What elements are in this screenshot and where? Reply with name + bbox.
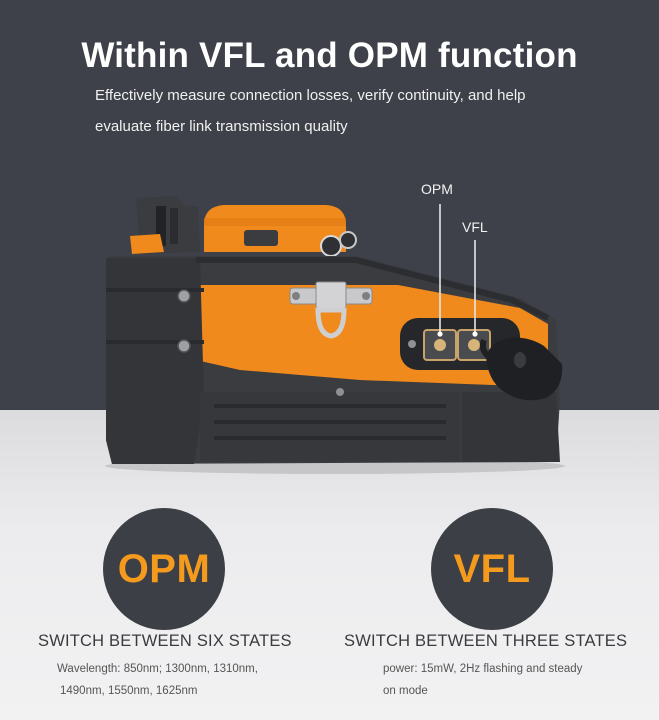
vent-slot bbox=[214, 404, 446, 408]
subtitle-line: evaluate fiber link transmission quality bbox=[95, 118, 348, 135]
screw bbox=[177, 289, 191, 303]
bracket-screw bbox=[362, 292, 370, 300]
vent-slot bbox=[214, 420, 446, 424]
hinge-knob bbox=[339, 231, 357, 249]
opm-badge-label: OPM bbox=[117, 546, 211, 591]
fusion-splicer-image bbox=[105, 204, 565, 474]
opm-callout-dot bbox=[437, 331, 443, 337]
wind-cover-gap bbox=[204, 218, 346, 226]
vfl-detail-line: power: 15mW, 2Hz flashing and steady bbox=[383, 663, 583, 675]
right-bumper bbox=[462, 392, 560, 462]
bumper-ridge bbox=[106, 288, 204, 292]
top-arm bbox=[196, 257, 550, 321]
subtitle-line: Effectively measure connection losses, v… bbox=[95, 87, 526, 104]
vfl-badge: VFL bbox=[431, 508, 553, 630]
opm-badge: OPM bbox=[103, 508, 225, 630]
vent-slot bbox=[214, 436, 446, 440]
panel-screw bbox=[408, 340, 416, 348]
vfl-callout-dot bbox=[472, 331, 478, 337]
opm-detail-line: Wavelength: 850nm; 1300nm, 1310nm, bbox=[57, 663, 258, 675]
vfl-feature-heading: SWITCH BETWEEN THREE STATES bbox=[344, 632, 628, 650]
vfl-badge-label: VFL bbox=[453, 546, 531, 591]
vfl-callout-label: VFL bbox=[462, 219, 488, 235]
hinge-knob bbox=[320, 235, 342, 257]
opm-detail-line: 1490nm, 1550nm, 1625nm bbox=[60, 685, 198, 697]
wind-cover-handle bbox=[244, 230, 278, 246]
vfl-detail-line: on mode bbox=[383, 685, 428, 697]
dust-cap-hole bbox=[514, 352, 526, 368]
screw bbox=[177, 339, 191, 353]
opm-feature-heading: SWITCH BETWEEN SIX STATES bbox=[38, 632, 292, 650]
vfl-port-core bbox=[468, 339, 480, 351]
orange-tab bbox=[130, 234, 164, 254]
wind-cover bbox=[204, 205, 346, 252]
bracket-screw bbox=[292, 292, 300, 300]
page-subtitle: Effectively measure connection losses, v… bbox=[95, 80, 615, 142]
opm-port-core bbox=[434, 339, 446, 351]
left-clamp-slot bbox=[170, 208, 178, 244]
vfl-feature-detail: power: 15mW, 2Hz flashing and steady on … bbox=[383, 658, 633, 702]
opm-callout-label: OPM bbox=[421, 181, 453, 197]
lower-rail bbox=[200, 392, 460, 462]
bracket-plate bbox=[315, 281, 347, 309]
left-bumper bbox=[106, 258, 204, 464]
screw bbox=[336, 388, 344, 396]
d-ring bbox=[315, 307, 347, 339]
dust-cap-strap bbox=[479, 338, 492, 361]
opm-feature-detail: Wavelength: 850nm; 1300nm, 1310nm, 1490n… bbox=[57, 658, 307, 702]
dust-cap bbox=[486, 337, 563, 401]
left-clamp-slot bbox=[156, 206, 166, 246]
bumper-ridge bbox=[106, 340, 204, 344]
page-title: Within VFL and OPM function bbox=[81, 36, 578, 75]
